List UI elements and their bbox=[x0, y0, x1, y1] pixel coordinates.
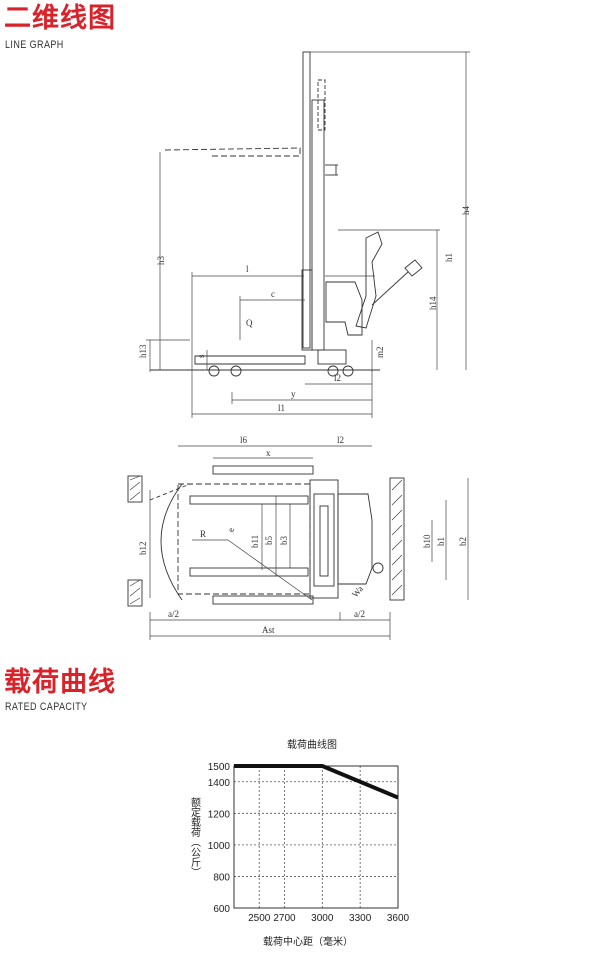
label-s: s bbox=[196, 354, 206, 358]
label-l6: l6 bbox=[240, 435, 248, 445]
label-h4: h4 bbox=[461, 206, 471, 216]
x-tick-label: 2700 bbox=[273, 913, 296, 924]
label-b2: b2 bbox=[458, 537, 468, 546]
section-title-line-graph: 二维线图 bbox=[4, 3, 116, 34]
x-tick-label: 3300 bbox=[349, 913, 372, 924]
label-q: Q bbox=[246, 318, 253, 328]
y-tick-label: 1400 bbox=[208, 778, 231, 789]
label-l: l bbox=[246, 264, 249, 274]
label-x: x bbox=[266, 448, 271, 458]
label-m2: m2 bbox=[375, 346, 385, 358]
label-h14: h14 bbox=[428, 296, 438, 310]
label-h1: h1 bbox=[444, 253, 454, 262]
label-wa: Wa bbox=[350, 584, 365, 599]
label-ast: Ast bbox=[262, 625, 275, 635]
top-view-drawing: l6 l2 x b12 R e b11 b5 b3 b10 b1 b2 Wa a… bbox=[127, 435, 469, 640]
label-b11: b11 bbox=[250, 535, 260, 548]
label-h13: h13 bbox=[138, 344, 148, 358]
label-a2-right: a/2 bbox=[354, 609, 365, 619]
label-r: R bbox=[200, 529, 206, 539]
label-e: e bbox=[226, 528, 236, 532]
label-l1: l1 bbox=[278, 403, 285, 413]
label-b1: b1 bbox=[436, 537, 446, 546]
y-tick-label: 1000 bbox=[208, 841, 231, 852]
side-view-drawing: h4 h3 h1 h14 h13 m2 s l c Q l2 y l1 bbox=[138, 51, 471, 418]
label-h3: h3 bbox=[156, 256, 166, 266]
section-subtitle-line-graph: LINE GRAPH bbox=[5, 39, 64, 51]
label-top-l2: l2 bbox=[337, 435, 344, 445]
label-b3: b3 bbox=[279, 536, 289, 546]
label-l2: l2 bbox=[334, 373, 341, 383]
load-curve-line bbox=[234, 764, 399, 800]
y-tick-label: 1500 bbox=[208, 762, 231, 773]
x-tick-label: 3000 bbox=[311, 913, 334, 924]
x-axis-label: 载荷中心距（毫米） bbox=[263, 935, 353, 948]
chart-title: 载荷曲线图 bbox=[287, 738, 337, 751]
x-tick-label: 3600 bbox=[387, 913, 410, 924]
label-b10: b10 bbox=[422, 534, 432, 548]
label-a2-left: a/2 bbox=[168, 609, 179, 619]
section-title-rated-capacity: 载荷曲线 bbox=[4, 667, 116, 698]
y-tick-label: 1200 bbox=[208, 809, 231, 820]
label-b5: b5 bbox=[264, 536, 274, 546]
label-b12: b12 bbox=[138, 542, 148, 556]
x-tick-label: 2500 bbox=[248, 913, 271, 924]
label-y: y bbox=[291, 389, 296, 399]
y-axis-label: 额定载荷（公斤） bbox=[189, 796, 201, 877]
y-tick-label: 600 bbox=[213, 904, 230, 915]
y-tick-label: 800 bbox=[213, 872, 230, 883]
label-c: c bbox=[271, 289, 275, 299]
section-subtitle-rated-capacity: RATED CAPACITY bbox=[5, 701, 88, 713]
